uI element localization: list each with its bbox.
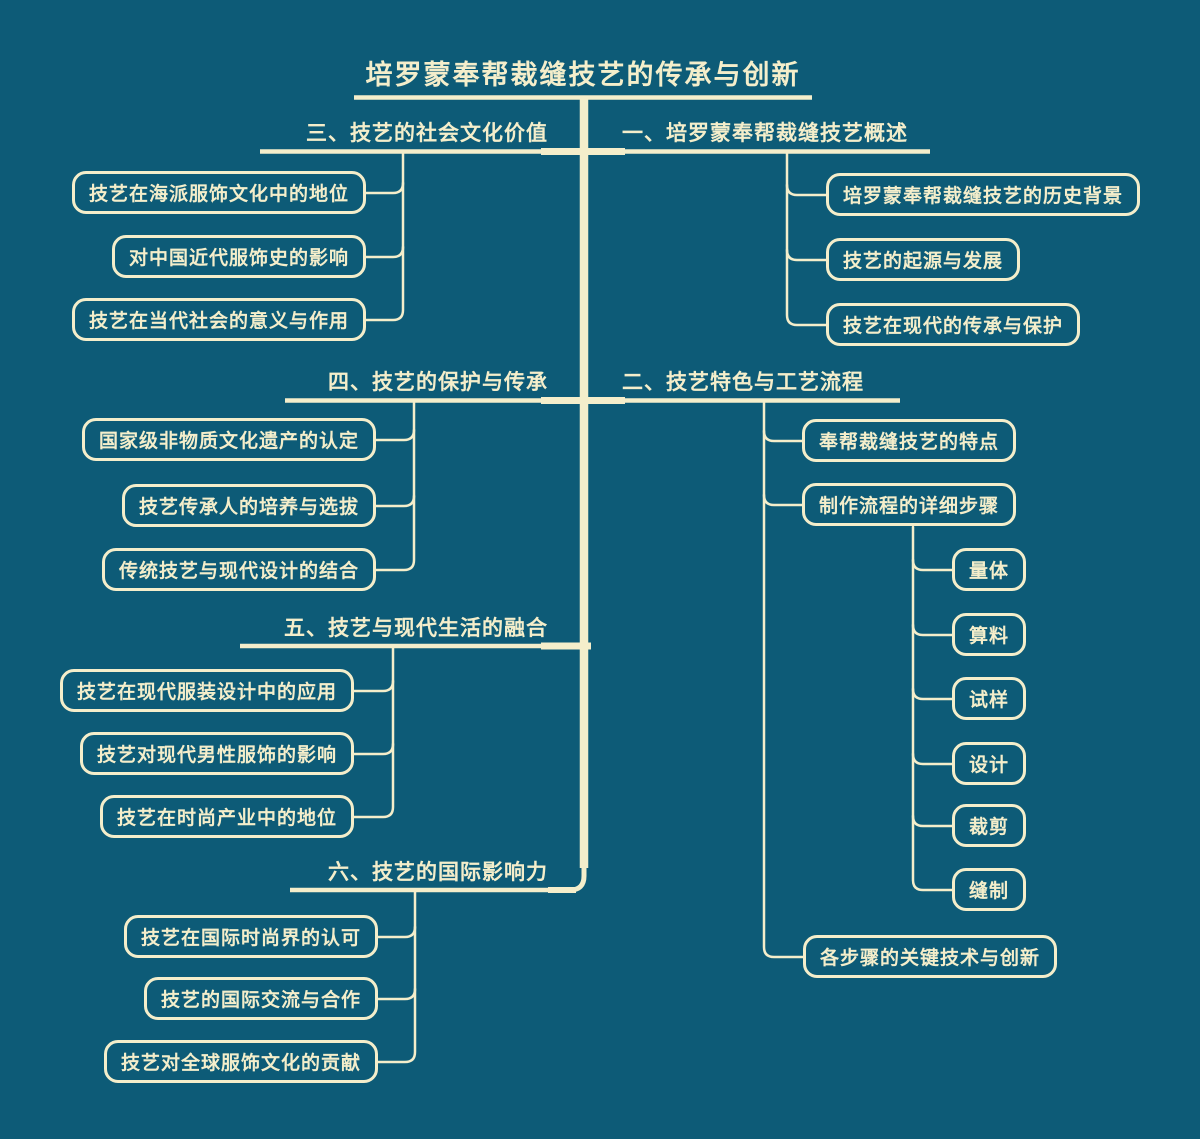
branch-three-connectors (364, 151, 405, 322)
node-four-1: 国家级非物质文化遗产的认定 (81, 418, 376, 461)
node-six-3: 技艺对全球服饰文化的贡献 (103, 1040, 378, 1083)
node-step-4: 设计 (952, 742, 1027, 785)
node-two-3: 各步骤的关键技术与创新 (803, 935, 1058, 978)
node-one-1: 培罗蒙奉帮裁缝技艺的历史背景 (826, 173, 1141, 216)
node-five-1: 技艺在现代服装设计中的应用 (59, 669, 354, 712)
branch-label-three: 三、技艺的社会文化价值 (306, 120, 548, 145)
node-one-3: 技艺在现代的传承与保护 (826, 303, 1081, 346)
node-one-2: 技艺的起源与发展 (826, 238, 1021, 281)
mindmap-root-title: 培罗蒙奉帮裁缝技艺的传承与创新 (365, 60, 801, 91)
node-step-1: 量体 (952, 548, 1027, 591)
node-two-2: 制作流程的详细步骤 (802, 483, 1017, 526)
node-four-3: 传统技艺与现代设计的结合 (101, 548, 376, 591)
branch-label-six: 六、技艺的国际影响力 (328, 859, 548, 884)
branch-one-connectors (785, 151, 828, 327)
branch-label-one: 一、培罗蒙奉帮裁缝技艺概述 (622, 120, 908, 145)
spine-and-underlines (240, 95, 930, 893)
branch-label-two: 二、技艺特色与工艺流程 (622, 369, 864, 394)
node-step-3: 试样 (952, 677, 1027, 720)
branch-five-connectors (352, 646, 395, 819)
branch-six-connectors (376, 890, 417, 1064)
node-step-5: 裁剪 (952, 804, 1027, 847)
node-three-2: 对中国近代服饰史的影响 (111, 235, 366, 278)
node-five-3: 技艺在时尚产业中的地位 (99, 795, 354, 838)
node-three-1: 技艺在海派服饰文化中的地位 (71, 171, 366, 214)
node-three-3: 技艺在当代社会的意义与作用 (71, 298, 366, 341)
branch-four-connectors (374, 400, 416, 572)
branch-label-four: 四、技艺的保护与传承 (328, 369, 548, 394)
branch-two-connectors (762, 400, 954, 959)
node-six-2: 技艺的国际交流与合作 (143, 977, 378, 1020)
node-step-6: 缝制 (952, 868, 1027, 911)
node-four-2: 技艺传承人的培养与选拔 (121, 484, 376, 527)
node-two-1: 奉帮裁缝技艺的特点 (802, 419, 1017, 462)
node-step-2: 算料 (952, 613, 1027, 656)
node-six-1: 技艺在国际时尚界的认可 (123, 915, 378, 958)
branch-label-five: 五、技艺与现代生活的融合 (284, 615, 548, 640)
node-five-2: 技艺对现代男性服饰的影响 (79, 732, 354, 775)
